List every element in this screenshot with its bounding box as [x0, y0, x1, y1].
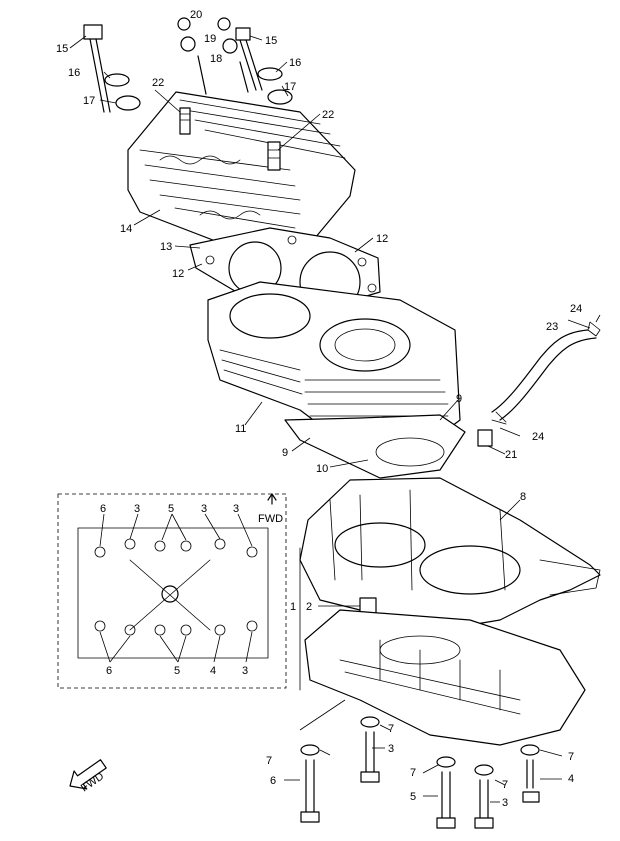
label-9-left: 9	[282, 447, 288, 459]
label-7-d: 7	[502, 779, 508, 791]
label-7-b: 7	[266, 755, 272, 767]
label-7-e: 7	[568, 751, 574, 763]
label-5-main: 5	[410, 791, 416, 803]
label-19: 19	[204, 33, 216, 45]
label-3-a: 3	[388, 743, 394, 755]
inset-label-3-bottom: 3	[242, 665, 248, 677]
label-15-right: 15	[265, 35, 277, 47]
base-gasket	[284, 414, 466, 479]
inset-bolt-pattern	[57, 493, 287, 689]
label-16-right: 16	[289, 57, 301, 69]
label-20: 20	[190, 9, 202, 21]
inset-label-3-top-b: 3	[201, 503, 207, 515]
label-14: 14	[120, 223, 132, 235]
label-7-c: 7	[410, 767, 416, 779]
lower-crankcase	[304, 609, 586, 746]
breather-hose	[477, 321, 601, 447]
label-22-right: 22	[322, 109, 334, 121]
inset-label-6-top: 6	[100, 503, 106, 515]
inset-fwd-arrow-icon	[267, 493, 277, 505]
label-24-top: 24	[570, 303, 582, 315]
crankcase-bolts	[300, 716, 540, 829]
inset-label-3-top-c: 3	[233, 503, 239, 515]
label-12-left: 12	[172, 268, 184, 280]
label-24-mid: 24	[532, 431, 544, 443]
label-9-right: 9	[456, 393, 462, 405]
part-labels: 15 16 17 22 20 19 18 15 16 17 22 14 13 1…	[56, 9, 582, 809]
label-12-right: 12	[376, 233, 388, 245]
label-22-left: 22	[152, 77, 164, 89]
label-13: 13	[160, 241, 172, 253]
label-17-right: 17	[284, 81, 296, 93]
label-7-a: 7	[388, 723, 394, 735]
label-15-left: 15	[56, 43, 68, 55]
corner-fwd-arrow-icon	[69, 759, 107, 790]
inset-label-6-bottom: 6	[106, 665, 112, 677]
label-4-main: 4	[568, 773, 574, 785]
label-10: 10	[316, 463, 328, 475]
inset-label-4-bottom: 4	[210, 665, 216, 677]
label-6-main: 6	[270, 775, 276, 787]
inset-label-5-bottom: 5	[174, 665, 180, 677]
upper-crankcase	[299, 477, 601, 631]
label-16-left: 16	[68, 67, 80, 79]
head-bolts	[83, 17, 293, 113]
label-18: 18	[210, 53, 222, 65]
label-23: 23	[546, 321, 558, 333]
inset-fwd-label: FWD	[258, 513, 283, 525]
inset-label-3-top-a: 3	[134, 503, 140, 515]
label-3-b: 3	[502, 797, 508, 809]
label-11: 11	[235, 423, 246, 435]
cylinder-head	[127, 91, 356, 263]
label-1: 1	[290, 601, 296, 613]
leader-lines	[69, 35, 601, 803]
label-8: 8	[520, 491, 526, 503]
label-21: 21	[505, 449, 517, 461]
inset-label-5-top: 5	[168, 503, 174, 515]
label-17-left: 17	[83, 95, 95, 107]
label-2: 2	[306, 601, 312, 613]
inset-labels: 6 3 5 3 3 FWD 6 5 4 3	[100, 503, 283, 677]
